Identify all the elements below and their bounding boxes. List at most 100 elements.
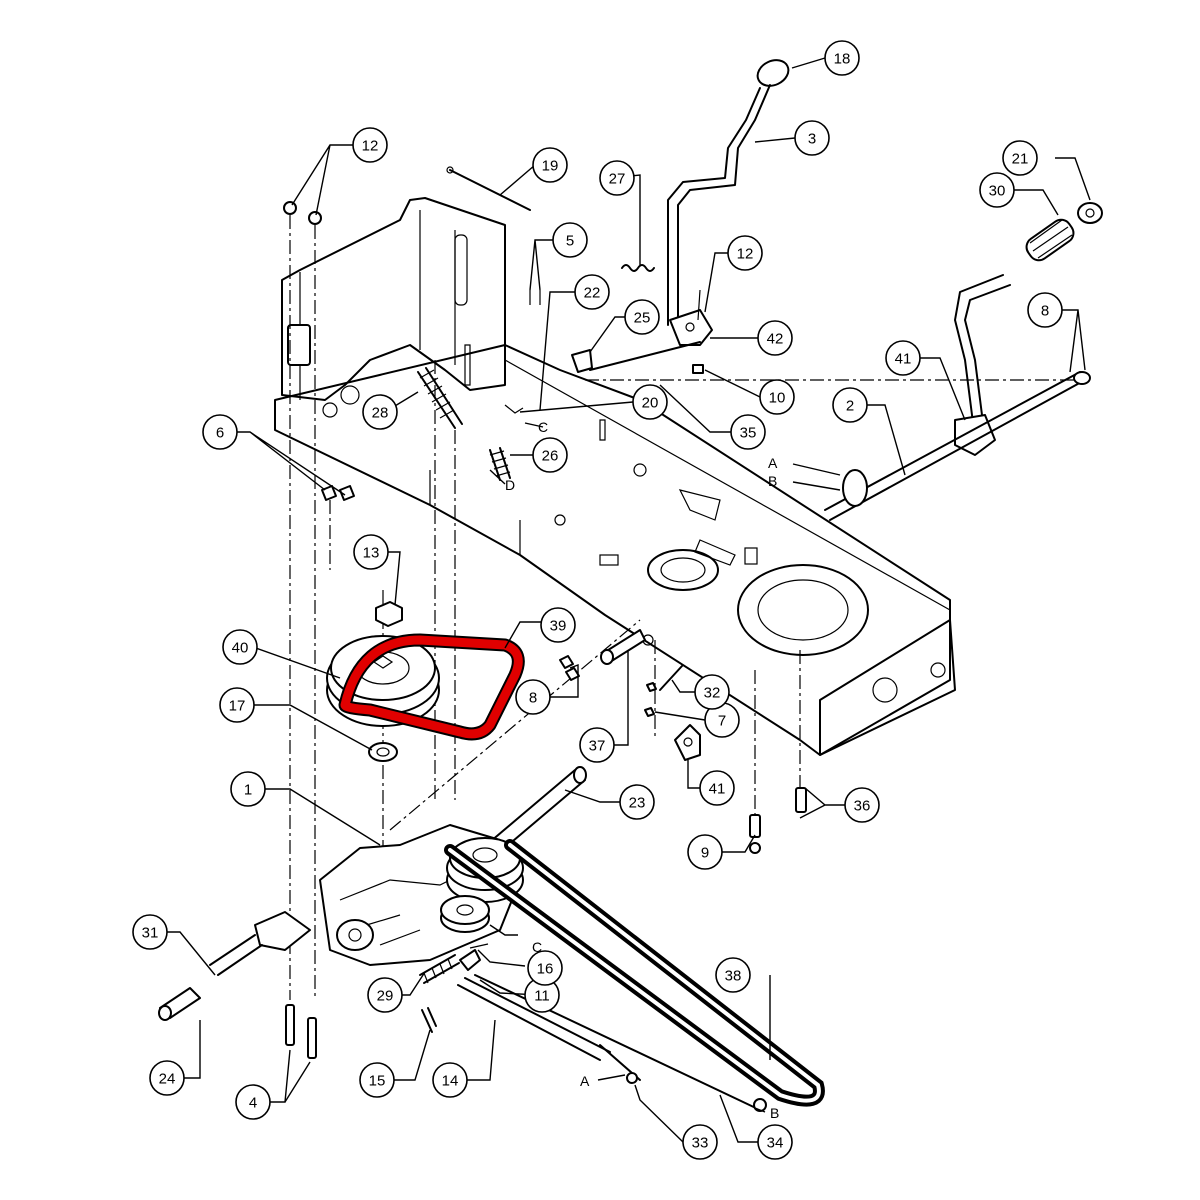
callout-number: 41 — [895, 351, 912, 368]
pulley-and-belt — [326, 633, 525, 741]
callout-layer: 1234567889101112121314151617181920212223… — [132, 40, 1063, 1160]
callout-c9: 9 — [687, 834, 723, 870]
callout-c39: 39 — [540, 607, 576, 643]
callout-circle — [1002, 140, 1038, 176]
callout-c41b: 41 — [699, 770, 735, 806]
callout-number: 34 — [767, 1135, 784, 1152]
ref-letter-b-top: B — [768, 473, 777, 489]
centerlines — [289, 215, 1085, 1000]
callout-c2: 2 — [832, 387, 868, 423]
leader-lines — [155, 57, 1091, 1143]
callout-number: 21 — [1012, 151, 1029, 168]
callout-number: 11 — [534, 988, 550, 1005]
callout-number: 31 — [142, 925, 159, 942]
callout-c15: 15 — [359, 1062, 395, 1098]
callout-c32: 32 — [694, 674, 730, 710]
callout-c42: 42 — [757, 320, 793, 356]
callout-c17: 17 — [219, 687, 255, 723]
callout-c8b: 8 — [515, 679, 551, 715]
callout-number: 37 — [589, 738, 606, 755]
callout-circle — [432, 1062, 468, 1098]
callout-circle — [219, 687, 255, 723]
callout-c40: 40 — [222, 629, 258, 665]
transaxle-assembly — [158, 766, 767, 1112]
deck-drive-belt — [444, 839, 825, 1107]
callout-c23: 23 — [619, 784, 655, 820]
callout-number: 12 — [362, 138, 379, 155]
callout-circle — [579, 727, 615, 763]
callout-circle — [632, 384, 668, 420]
callout-number: 24 — [159, 1071, 176, 1088]
callout-circle — [515, 679, 551, 715]
callout-c12a: 12 — [352, 127, 388, 163]
callout-circle — [687, 834, 723, 870]
callout-number: 42 — [767, 331, 784, 348]
callout-circle — [552, 222, 588, 258]
callout-c37: 37 — [579, 727, 615, 763]
frame-assembly — [274, 197, 956, 756]
callout-circle — [235, 1084, 271, 1120]
callout-c28: 28 — [362, 394, 398, 430]
callout-c4: 4 — [235, 1084, 271, 1120]
callout-number: 8 — [1041, 303, 1049, 320]
callout-number: 35 — [740, 425, 757, 442]
callout-circle — [367, 977, 403, 1013]
callout-c8a: 8 — [1027, 292, 1063, 328]
callout-circle — [979, 172, 1015, 208]
callout-c26: 26 — [532, 437, 568, 473]
callout-circle — [730, 414, 766, 450]
callout-number: 38 — [725, 968, 742, 985]
callout-number: 26 — [542, 448, 559, 465]
callout-circle — [832, 387, 868, 423]
callout-number: 19 — [542, 158, 559, 175]
callout-c13: 13 — [353, 534, 389, 570]
ref-letter-a-top: A — [768, 455, 778, 471]
callout-c22: 22 — [574, 274, 610, 310]
callout-circle — [149, 1060, 185, 1096]
callout-c18: 18 — [824, 40, 860, 76]
callout-circle — [794, 120, 830, 156]
callout-number: 6 — [216, 425, 224, 442]
ref-letter-d-top: D — [505, 477, 515, 493]
callout-number: 10 — [769, 390, 786, 407]
upper-small-parts — [283, 166, 807, 854]
callout-c20: 20 — [632, 384, 668, 420]
callout-circle — [1027, 292, 1063, 328]
callout-c5: 5 — [552, 222, 588, 258]
callout-c25: 25 — [624, 299, 660, 335]
callout-circle — [757, 320, 793, 356]
callout-c29: 29 — [367, 977, 403, 1013]
callout-circle — [759, 379, 795, 415]
callout-number: 5 — [566, 233, 574, 250]
callout-number: 40 — [232, 640, 249, 657]
callout-number: 39 — [550, 618, 567, 635]
callout-number: 14 — [442, 1073, 459, 1090]
callout-c3: 3 — [794, 120, 830, 156]
callout-circle — [619, 784, 655, 820]
callout-number: 25 — [634, 310, 651, 327]
callout-number: 18 — [834, 51, 851, 68]
callout-circle — [362, 394, 398, 430]
callout-number: 1 — [244, 782, 252, 799]
callout-number: 27 — [609, 171, 626, 188]
callout-circle — [352, 127, 388, 163]
callout-number: 16 — [537, 961, 554, 978]
callout-circle — [699, 770, 735, 806]
callout-number: 12 — [737, 246, 754, 263]
callout-c10: 10 — [759, 379, 795, 415]
callout-c38: 38 — [715, 957, 751, 993]
callout-c14: 14 — [432, 1062, 468, 1098]
callout-circle — [757, 1124, 793, 1160]
callout-circle — [532, 437, 568, 473]
callout-number: 15 — [369, 1073, 386, 1090]
ref-letter-a-bottom: A — [580, 1073, 590, 1089]
ref-letter-c-top: C — [538, 419, 548, 435]
callout-circle — [694, 674, 730, 710]
callout-c6: 6 — [202, 414, 238, 450]
callout-circle — [727, 235, 763, 271]
callout-circle — [540, 607, 576, 643]
callout-circle — [624, 299, 660, 335]
callout-number: 23 — [629, 795, 646, 812]
callout-circle — [844, 787, 880, 823]
